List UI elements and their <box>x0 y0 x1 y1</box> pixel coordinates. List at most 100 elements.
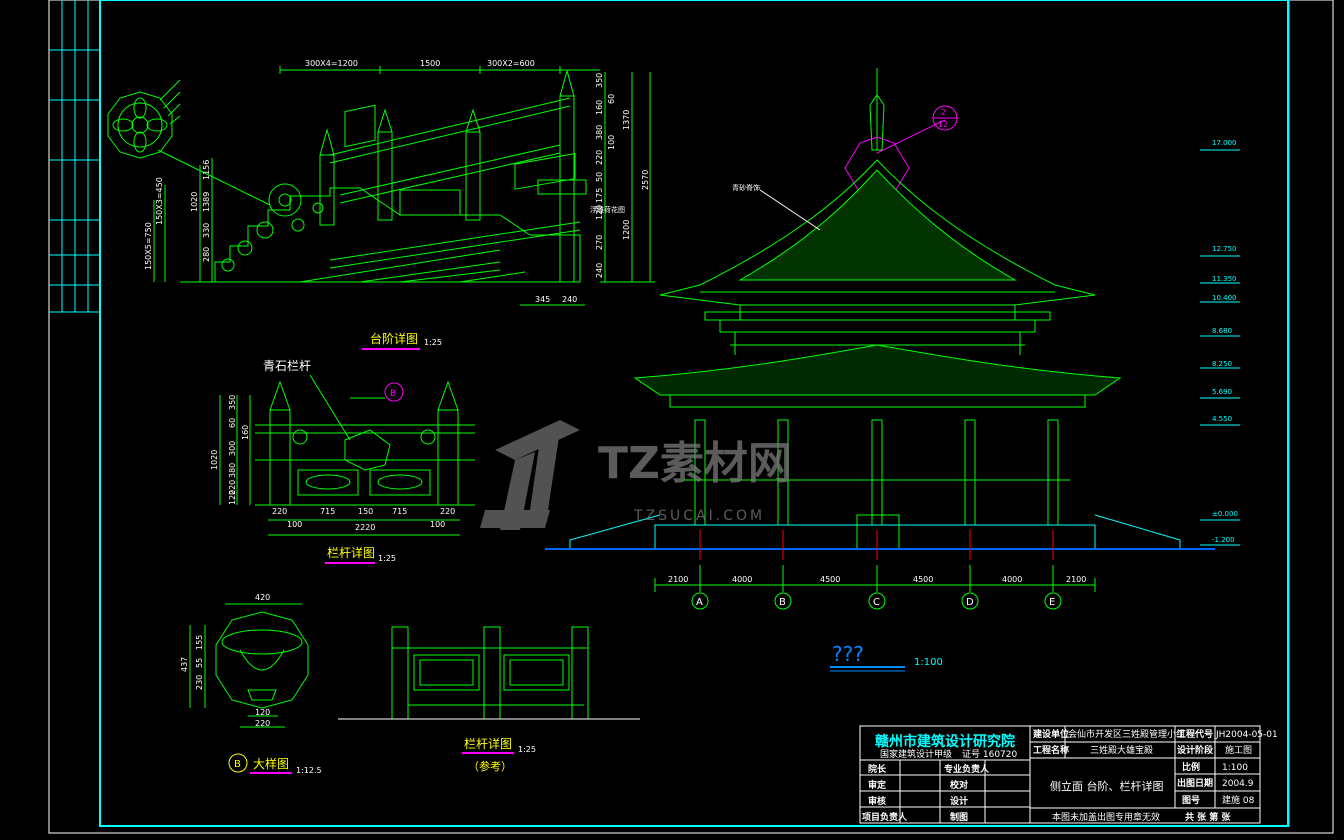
stair-title-text: 台阶详图 <box>370 331 418 346</box>
elevation-dim-lines <box>654 565 1096 592</box>
rail-dim-l7: 120 <box>228 490 237 505</box>
scale-value: 1:100 <box>1222 763 1248 773</box>
stair-dim-l4: 330 <box>202 223 211 238</box>
rail-dim-l4: 1020 <box>210 450 219 470</box>
stair-dim-b1: 345 <box>535 295 550 304</box>
railing-title: 栏杆详图 1:25 <box>325 545 396 564</box>
vase-dim-text: 420 155 55 437 230 120 220 <box>180 593 270 728</box>
stair-dim-total: 2570 <box>641 170 650 190</box>
level-3: 10.400 <box>1212 294 1237 302</box>
level-6: 5.690 <box>1212 388 1232 396</box>
level-4: 8.680 <box>1212 327 1232 335</box>
stair-title: 台阶详图 1:25 <box>362 331 442 350</box>
stair-dim-side2: 150X3=450 <box>155 177 164 225</box>
vase-title-scale: 1:12.5 <box>296 766 322 775</box>
code-value: JH2004-05-01 <box>1215 730 1278 740</box>
scale-label: 比例 <box>1182 761 1200 773</box>
ref-rail-title-text: 栏杆详图 <box>464 736 512 751</box>
reference-railing[interactable] <box>338 626 640 720</box>
title-block-text: 赣州市建筑设计研究院 国家建筑设计甲级 证号 160720 建设单位 会仙市开发… <box>862 728 1278 823</box>
vase-dim-1: 155 <box>195 635 204 650</box>
stamp-note: 本图未加盖出图专用章无效 <box>1052 811 1160 823</box>
watermark: TZ素材网 TZSUCAI.COM <box>480 420 792 530</box>
stair-dim-l5: 280 <box>202 247 211 262</box>
project-label: 工程名称 <box>1033 744 1069 756</box>
rail-dim-b4: 220 <box>440 507 455 516</box>
stair-detail[interactable] <box>107 66 655 306</box>
vase-dim-2: 55 <box>195 658 204 668</box>
stair-dim-l2: 1389 <box>202 192 211 212</box>
railing-callout-letter: B <box>390 389 396 399</box>
date-label: 出图日期 <box>1177 777 1213 789</box>
stair-dim-r2: 1200 <box>622 220 631 240</box>
rail-dim-b3: 715 <box>392 507 407 516</box>
rail-title-scale: 1:25 <box>378 554 396 563</box>
tb-r3c0: 项目负责人 <box>862 811 908 823</box>
level-0: 17.000 <box>1212 139 1237 147</box>
vase-dim-5: 120 <box>255 708 270 717</box>
axis-ticks <box>699 530 1054 560</box>
tb-r0c2: 专业负责人 <box>944 763 990 775</box>
railing-detail[interactable] <box>219 374 475 536</box>
platform <box>545 514 1215 550</box>
stair-dim-text: 300X4=1200 1500 300X2=600 2570 1370 1200… <box>144 59 650 304</box>
elevation-title-text: ??? <box>832 642 864 666</box>
rosette-ornament <box>107 79 271 206</box>
axis-c: C <box>873 597 880 608</box>
cert-text: 证号 160720 <box>962 749 1017 760</box>
rail-dim-b1: 715 <box>320 507 335 516</box>
stair-steps <box>299 221 581 283</box>
stair-note: 浮雕荷花图 <box>590 205 625 214</box>
span-6: 2100 <box>1066 575 1086 584</box>
railing-dim-text: 青石栏杆 350 60 160 300 1020 380 220 120 220… <box>210 358 455 532</box>
axis-d: D <box>966 597 974 608</box>
stair-dim-a0: 350 <box>595 73 604 88</box>
stair-dim-a3: 380 <box>595 125 604 140</box>
elevation-note: 青砂脊饰 <box>732 183 760 192</box>
stair-posts <box>319 69 587 283</box>
stair-dim-a2: 60 <box>607 94 616 104</box>
ref-rail-note: （参考） <box>468 759 512 773</box>
rail-dim-c0: 100 <box>287 520 302 529</box>
institute-name: 赣州市建筑设计研究院 <box>875 733 1015 750</box>
project-value: 三姓殿大雄宝殿 <box>1090 744 1153 756</box>
axis-bubbles: A B C D E <box>691 592 1062 610</box>
stair-dim-l1: 1156 <box>202 160 211 180</box>
vase-detail[interactable] <box>189 603 309 728</box>
title-block[interactable] <box>859 725 1261 824</box>
watermark-url: TZSUCAI.COM <box>633 508 765 524</box>
level-9: -1.200 <box>1212 536 1235 544</box>
axis-e: E <box>1049 597 1055 608</box>
drawing-frame <box>48 0 1334 834</box>
stage-value: 施工图 <box>1225 744 1252 756</box>
stair-dim-r1: 1370 <box>622 110 631 130</box>
level-2: 11.350 <box>1212 275 1237 283</box>
binding-strip <box>49 0 100 313</box>
rail-dim-l5: 380 <box>228 463 237 478</box>
tb-r2c2: 设计 <box>950 795 968 807</box>
vase-dim-6: 220 <box>255 719 270 728</box>
span-2: 4000 <box>732 575 752 584</box>
stair-dim-b2: 240 <box>562 295 577 304</box>
rail-label: 青石栏杆 <box>263 358 311 373</box>
stair-dim-top-3: 300X2=600 <box>487 59 535 68</box>
sheet-label: 共 张 第 张 <box>1185 811 1231 823</box>
stair-dim-top-2: 1500 <box>420 59 440 68</box>
rail-dim-l6: 220 <box>228 480 237 495</box>
upper-roof <box>659 159 1096 355</box>
lower-roof <box>633 344 1122 408</box>
dwg-value: 建施 08 <box>1222 794 1255 806</box>
vase-title: B 大样图 1:12.5 <box>228 753 322 775</box>
vase-callout-letter: B <box>234 759 241 770</box>
stage-label: 设计阶段 <box>1177 744 1214 756</box>
rail-dim-l1: 60 <box>228 418 237 428</box>
stair-dim-a1: 160 <box>595 100 604 115</box>
watermark-logo-icon <box>480 420 580 530</box>
rail-dim-c1: 2220 <box>355 523 375 532</box>
stair-dim-top-1: 300X4=1200 <box>305 59 358 68</box>
date-value: 2004.9 <box>1222 779 1254 789</box>
pavilion-elevation[interactable] <box>545 68 1215 592</box>
rail-dim-b0: 220 <box>272 507 287 516</box>
stair-title-scale: 1:25 <box>424 338 442 347</box>
